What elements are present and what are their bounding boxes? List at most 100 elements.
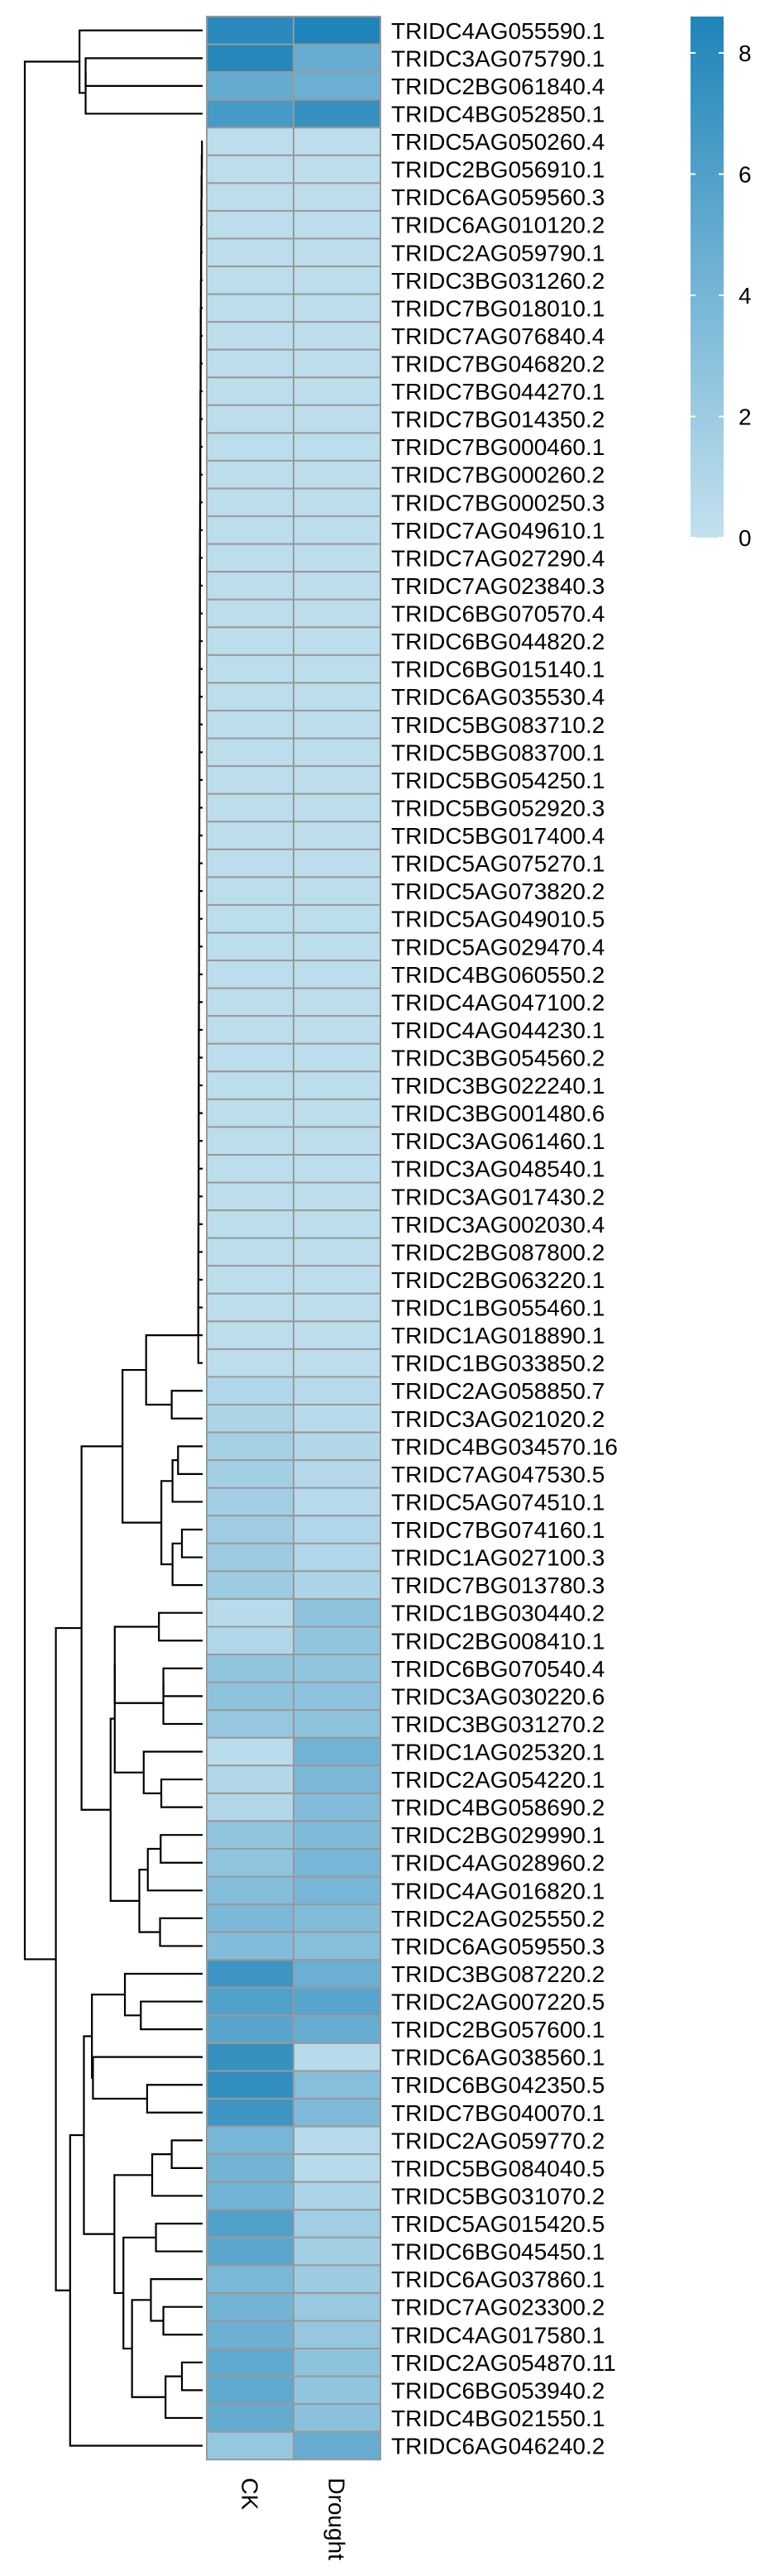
row-dendrogram — [23, 29, 203, 2447]
row-label: TRIDC4AG044230.1 — [391, 1017, 605, 1043]
dendrogram-branch — [160, 1480, 173, 1566]
heatmap-cell — [206, 266, 294, 295]
heatmap-cell — [293, 792, 381, 823]
heatmap-cell — [206, 16, 294, 45]
heatmap-cell — [206, 821, 294, 850]
dendrogram-branch — [145, 1334, 198, 1406]
row-label: TRIDC6BG070570.4 — [391, 601, 605, 627]
row-label: TRIDC4BG034570.16 — [391, 1434, 618, 1459]
heatmap-cell — [206, 127, 294, 156]
heatmap-cell — [206, 43, 294, 74]
row-label: TRIDC7BG014350.2 — [391, 407, 605, 433]
row-label: TRIDC3AG075790.1 — [391, 45, 605, 71]
heatmap-cell — [206, 598, 294, 629]
heatmap-cell — [293, 848, 381, 879]
dendrogram-branch — [138, 1869, 160, 1933]
heatmap-cell — [293, 710, 381, 740]
row-label: TRIDC4AG016820.1 — [391, 1878, 605, 1903]
legend-tick-label: 0 — [739, 525, 752, 551]
heatmap-cell — [293, 1626, 381, 1656]
heatmap-cell — [293, 2403, 381, 2433]
heatmap-cell — [293, 515, 381, 545]
heatmap-cell — [293, 1126, 381, 1156]
row-label: TRIDC6AG035530.4 — [391, 684, 605, 710]
row-label: TRIDC1AG025320.1 — [391, 1740, 605, 1765]
heatmap-cell — [206, 2181, 294, 2211]
heatmap-cell — [293, 2181, 381, 2211]
heatmap-cell — [293, 1709, 381, 1739]
dendrogram-branch — [23, 60, 80, 1961]
heatmap-cell — [293, 182, 381, 212]
heatmap-cell — [293, 987, 381, 1017]
row-label: TRIDC2AG059770.2 — [391, 2128, 605, 2153]
heatmap-cell — [293, 1404, 381, 1434]
dendrogram-branch — [146, 1847, 203, 1892]
heatmap-cell — [206, 792, 294, 823]
heatmap-cell — [293, 2291, 381, 2322]
dendrogram-branch — [158, 1611, 203, 1642]
heatmap-cell — [293, 1237, 381, 1267]
row-label: TRIDC3AG030220.6 — [391, 1683, 605, 1709]
row-label: TRIDC1AG018890.1 — [391, 1323, 605, 1348]
heatmap-cell — [206, 2348, 294, 2377]
dendrogram-branch — [91, 1994, 126, 2079]
heatmap-cell — [206, 348, 294, 379]
heatmap-cell — [206, 1181, 294, 1212]
heatmap-cell — [206, 2098, 294, 2128]
row-label: TRIDC6BG045450.1 — [391, 2239, 605, 2265]
row-label: TRIDC3AG021020.2 — [391, 1406, 605, 1432]
heatmap-cell — [293, 1181, 381, 1212]
heatmap-cell — [293, 1459, 381, 1489]
dendrogram-branch — [170, 2139, 203, 2169]
row-label: TRIDC2BG061840.4 — [391, 74, 605, 99]
row-label: TRIDC6AG059550.3 — [391, 1933, 605, 1959]
heatmap-cell — [293, 1570, 381, 1600]
heatmap-cell — [206, 626, 294, 656]
legend-tick-label: 6 — [739, 161, 752, 187]
heatmap-cell — [206, 1320, 294, 1350]
dendrogram-branch — [159, 1917, 203, 1947]
dendrogram-branch — [146, 2084, 203, 2114]
heatmap-cell — [206, 1404, 294, 1434]
row-label: TRIDC2BG057600.1 — [391, 2017, 605, 2042]
heatmap-cell — [293, 1542, 381, 1573]
heatmap-cell — [206, 1986, 294, 2017]
heatmap-cell — [206, 2042, 294, 2072]
heatmap-cell — [206, 710, 294, 740]
heatmap-cell — [293, 1847, 381, 1878]
heatmap-cell — [206, 1153, 294, 1184]
heatmap-cell — [293, 1515, 381, 1544]
heatmap-cell — [293, 654, 381, 684]
row-label: TRIDC5AG073820.2 — [391, 879, 605, 904]
heatmap-cell — [206, 1209, 294, 1239]
row-label: TRIDC5AG074510.1 — [391, 1489, 605, 1515]
row-label: TRIDC3BG054560.2 — [391, 1046, 605, 1071]
heatmap-cell — [293, 1597, 381, 1628]
heatmap-cell — [206, 2125, 294, 2156]
heatmap-cell — [293, 1736, 381, 1767]
heatmap-cell — [206, 2430, 294, 2461]
dendrogram-branch — [113, 1626, 164, 1704]
dendrogram-branch — [162, 1667, 203, 1697]
heatmap-cell — [206, 848, 294, 879]
heatmap-cell — [206, 1931, 294, 1961]
heatmap-cell — [206, 1570, 294, 1600]
row-label: TRIDC2AG058850.7 — [391, 1378, 605, 1404]
heatmap-cell — [206, 487, 294, 518]
heatmap-cell — [293, 1487, 381, 1517]
heatmap-cell — [206, 1237, 294, 1267]
dendrogram-branch — [180, 2361, 203, 2392]
row-label: TRIDC6BG042350.5 — [391, 2072, 605, 2098]
row-labels: TRIDC4AG055590.1TRIDC3AG075790.1TRIDC2BG… — [391, 18, 618, 2459]
row-label: TRIDC7AG076840.4 — [391, 323, 605, 349]
heatmap-cell — [206, 1348, 294, 1378]
dendrogram-branch — [201, 140, 203, 170]
dendrogram-branch — [160, 1834, 203, 1864]
heatmap-cell — [206, 1431, 294, 1462]
row-label: TRIDC7AG023300.2 — [391, 2295, 605, 2320]
dendrogram-branch — [177, 1445, 203, 1475]
heatmap-cell — [206, 237, 294, 268]
heatmap-cell — [206, 1098, 294, 1128]
row-label: TRIDC2BG087800.2 — [391, 1239, 605, 1265]
row-label: TRIDC5BG083700.1 — [391, 740, 605, 765]
